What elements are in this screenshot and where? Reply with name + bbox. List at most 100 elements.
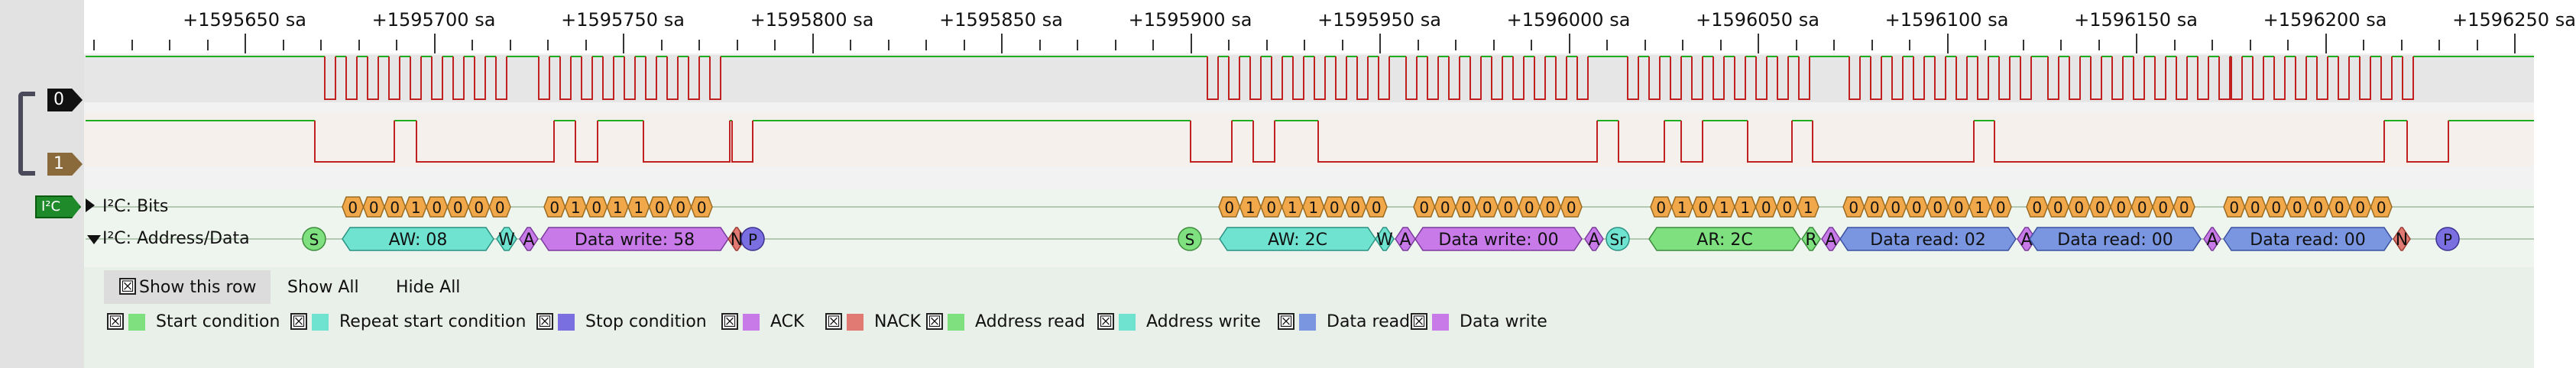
bit-cell [1365, 196, 1388, 218]
ruler-major-tick [2325, 34, 2327, 53]
annotation-text: Data write: 58 [575, 231, 695, 250]
annotation-text: S [309, 231, 319, 249]
legend-checkbox[interactable]: ☒ [290, 313, 307, 330]
legend-checkbox[interactable]: ☒ [825, 313, 842, 330]
ruler-minor-tick [2287, 40, 2289, 50]
legend-color-swatch [1432, 314, 1449, 331]
annotation-a-shape [2203, 227, 2221, 251]
ruler-minor-tick [169, 40, 170, 50]
annotation-text: Sr [1610, 231, 1627, 249]
bit-value: 0 [1891, 199, 1900, 217]
ruler-minor-tick [1039, 40, 1041, 50]
legend-checkbox[interactable]: ☒ [107, 313, 124, 330]
ruler-minor-tick [1228, 40, 1230, 50]
ruler-major-tick [245, 34, 246, 53]
ruler-major-tick [1190, 34, 1192, 53]
annotation-dr-shape [2223, 227, 2393, 251]
legend-checkbox[interactable]: ☒ [1097, 313, 1114, 330]
bit-value: 0 [1461, 199, 1471, 217]
annotation-text: P [748, 231, 757, 249]
bit-value: 0 [1224, 199, 1234, 217]
ruler-minor-tick [1644, 40, 1646, 50]
show-this-row-checkbox[interactable]: ☒ [119, 278, 136, 295]
ruler-minor-tick [1833, 40, 1835, 50]
bit-value: 0 [2179, 199, 2189, 217]
bits-row-label[interactable]: I²C: Bits [102, 197, 169, 216]
bits-row-expander-icon[interactable] [86, 199, 95, 212]
bit-value: 0 [1330, 199, 1340, 217]
channel-1-row[interactable] [84, 113, 2534, 166]
annotation-w-shape [496, 227, 517, 251]
show-this-row-label[interactable]: Show this row [139, 278, 257, 297]
ruler-tick-label: +1596150 sa [2074, 9, 2198, 31]
legend-checkbox[interactable]: ☒ [536, 313, 553, 330]
ruler-tick-label: +1595950 sa [1317, 9, 1441, 31]
show-all-button[interactable]: Show All [287, 278, 359, 297]
ruler-minor-tick [1719, 40, 1722, 50]
legend-label[interactable]: Data read [1327, 312, 1411, 331]
address-data-row-label[interactable]: I²C: Address/Data [102, 229, 250, 248]
bit-value: 0 [1482, 199, 1492, 217]
legend-label[interactable]: Start condition [156, 312, 280, 331]
legend-label[interactable]: ACK [770, 312, 805, 331]
channel-0-row[interactable] [84, 55, 2534, 102]
legend-label[interactable]: Stop condition [585, 312, 707, 331]
legend-checkbox[interactable]: ☒ [926, 313, 943, 330]
bit-value: 0 [1503, 199, 1513, 217]
decoder-badge[interactable]: I²C [35, 195, 81, 218]
legend-color-swatch [128, 314, 145, 331]
legend-checkbox[interactable]: ☒ [1278, 313, 1294, 330]
bit-value: 0 [676, 199, 685, 217]
legend-label[interactable]: Repeat start condition [339, 312, 527, 331]
ruler-minor-tick [1114, 40, 1116, 50]
bit-value: 1 [1740, 199, 1750, 217]
bit-value: 1 [1975, 199, 1985, 217]
bit-cell [488, 196, 511, 218]
legend-label[interactable]: Address read [975, 312, 1086, 331]
ruler-tick-label: +1595900 sa [1128, 9, 1252, 31]
annotation-S-marker [302, 227, 326, 251]
bit-value: 0 [495, 199, 505, 217]
bit-value: 0 [2271, 199, 2281, 217]
ruler-minor-tick [963, 40, 965, 50]
bit-value: 0 [2229, 199, 2239, 217]
legend-label[interactable]: Address write [1146, 312, 1261, 331]
ruler-tick-label: +1595750 sa [561, 9, 685, 31]
annotation-a-shape [1584, 227, 1604, 251]
channel-1-waveform-low [314, 121, 2449, 163]
annotation-n-shape [2393, 227, 2411, 251]
ruler-tick-label: +1596200 sa [2263, 9, 2387, 31]
ruler-minor-tick [358, 40, 360, 50]
bit-cell [1797, 196, 1819, 218]
legend-checkbox[interactable]: ☒ [721, 313, 738, 330]
hide-all-button[interactable]: Hide All [396, 278, 461, 297]
ruler-minor-tick [320, 40, 322, 50]
ruler-minor-tick [585, 40, 587, 50]
annotation-sr-marker [1606, 227, 1630, 251]
legend-label[interactable]: Data write [1460, 312, 1547, 331]
ruler-tick-label: +1595700 sa [371, 9, 496, 31]
bit-value: 0 [697, 199, 707, 217]
ruler-minor-tick [2022, 40, 2024, 50]
ruler-minor-tick [660, 40, 663, 50]
legend-checkbox[interactable]: ☒ [1411, 313, 1427, 330]
bit-cell [1560, 196, 1583, 218]
bit-cell [1989, 196, 2012, 218]
annotation-text: A [2206, 231, 2218, 250]
ruler-minor-tick [1341, 40, 1343, 50]
addr-row-collapse-icon[interactable] [87, 235, 101, 244]
ruler-major-tick [1758, 34, 1759, 53]
legend-label[interactable]: NACK [874, 312, 921, 331]
bit-value: 0 [1933, 199, 1943, 217]
time-ruler[interactable]: +1595650 sa+1595700 sa+1595750 sa+159580… [84, 0, 2576, 53]
bit-value: 0 [591, 199, 601, 217]
bit-value: 0 [1372, 199, 1382, 217]
ruler-minor-tick [131, 40, 133, 50]
annotation-text: Data read: 02 [1870, 231, 1985, 250]
ruler-minor-tick [1304, 40, 1305, 50]
legend-color-swatch [1299, 314, 1316, 331]
ruler-major-tick [1379, 34, 1381, 53]
bit-value: 0 [1698, 199, 1708, 217]
ruler-minor-tick [850, 40, 851, 50]
ruler-minor-tick [206, 40, 209, 50]
